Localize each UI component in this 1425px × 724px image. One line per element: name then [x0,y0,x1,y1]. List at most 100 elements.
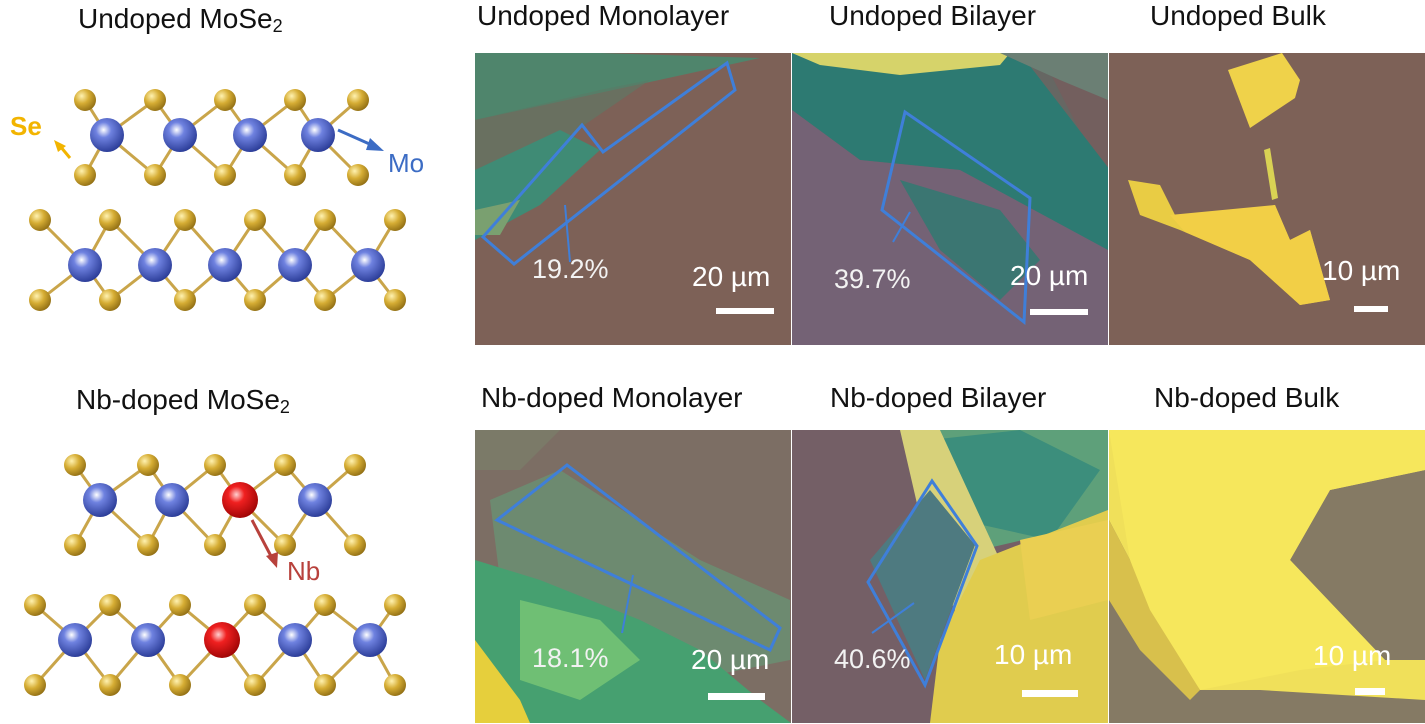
se-atom [244,594,266,616]
undoped-title-text: Undoped MoSe [78,3,273,34]
se-atom [29,289,51,311]
panel-undoped-bilayer [792,53,1108,345]
mo-atom [301,118,335,152]
scale-bar-label: 20 µm [1010,260,1088,291]
panel-title-nb-bulk: Nb-doped Bulk [1154,382,1340,413]
mo-atom [208,248,242,282]
nb-arrowhead [266,552,278,568]
se-arrowhead [54,140,66,152]
se-atom [99,209,121,231]
se-atom [169,594,191,616]
nb-doped-structure: Nb [24,454,406,696]
se-atom [204,454,226,476]
mo-atom [298,483,332,517]
se-atom [24,594,46,616]
se-atom [99,674,121,696]
se-label: Se [10,111,42,141]
mo-label: Mo [388,148,424,178]
se-atom [99,594,121,616]
percent-label: 18.1% [532,643,609,673]
percent-label: 40.6% [834,644,911,674]
mo-atom [233,118,267,152]
mo-atom [163,118,197,152]
se-atom [244,674,266,696]
mo-atom [90,118,124,152]
panel-undoped-monolayer [475,53,791,345]
se-atom [314,594,336,616]
mo-atom [353,623,387,657]
flake-outline [866,478,979,689]
panel-nb-doped-bulk [1109,430,1425,723]
panel-title-undoped-bulk: Undoped Bulk [1150,0,1326,31]
se-atom [274,534,296,556]
se-atom [204,534,226,556]
scale-bar-label: 10 µm [1322,255,1400,286]
se-atom [137,534,159,556]
panel-title-undoped-monolayer: Undoped Monolayer [477,0,730,31]
se-atom [344,454,366,476]
se-atom [64,534,86,556]
nb-label: Nb [287,556,320,586]
se-atom [347,164,369,186]
se-atom [314,209,336,231]
mo-arrow [337,128,375,148]
se-atom [214,164,236,186]
se-atom [284,164,306,186]
mo-atom [58,623,92,657]
nb-atom [222,482,258,518]
se-atom [384,289,406,311]
scale-bar-label: 10 µm [1313,640,1391,671]
se-atom [274,454,296,476]
se-atom [24,674,46,696]
nb-doped-mose2-title: Nb-doped MoSe2 [76,384,290,418]
se-atom [314,674,336,696]
panel-undoped-bulk [1109,53,1425,345]
nb-title-subscript: 2 [279,397,290,417]
panel-nb-doped-bilayer [792,430,1108,723]
se-atom [244,289,266,311]
mo-atom [155,483,189,517]
undoped-mose2-title: Undoped MoSe2 [78,3,283,37]
nb-atom [204,622,240,658]
se-atom [64,454,86,476]
se-atom [74,89,96,111]
se-atom [144,89,166,111]
mo-atom [278,623,312,657]
se-atom [99,289,121,311]
nb-arrow [250,519,274,559]
percent-label: 19.2% [532,254,609,284]
se-atom [314,289,336,311]
se-atom [74,164,96,186]
mo-atom [131,623,165,657]
se-atom [384,674,406,696]
mo-atom [278,248,312,282]
se-atom [347,89,369,111]
se-atom [244,209,266,231]
se-atom [137,454,159,476]
flake-outline [494,463,782,653]
se-atom [144,164,166,186]
scale-bar-label: 10 µm [994,639,1072,670]
nb-title-text: Nb-doped MoSe [76,384,280,415]
panel-title-undoped-bilayer: Undoped Bilayer [829,0,1037,31]
se-atom [169,674,191,696]
mo-atom [83,483,117,517]
scale-bar-label: 20 µm [692,261,770,292]
se-atom [384,209,406,231]
panel-title-nb-bilayer: Nb-doped Bilayer [830,382,1047,413]
se-atom [284,89,306,111]
percent-label: 39.7% [834,264,911,294]
se-atom [384,594,406,616]
undoped-title-subscript: 2 [272,16,283,36]
se-atom [29,209,51,231]
panel-nb-doped-monolayer [475,430,791,723]
mo-arrowhead [366,138,384,151]
undoped-structure: Se Mo [10,89,424,311]
mo-atom [68,248,102,282]
flake-outline [480,60,737,266]
mo-atom [351,248,385,282]
panel-title-nb-monolayer: Nb-doped Monolayer [481,382,743,413]
se-atom [174,209,196,231]
se-atom [174,289,196,311]
